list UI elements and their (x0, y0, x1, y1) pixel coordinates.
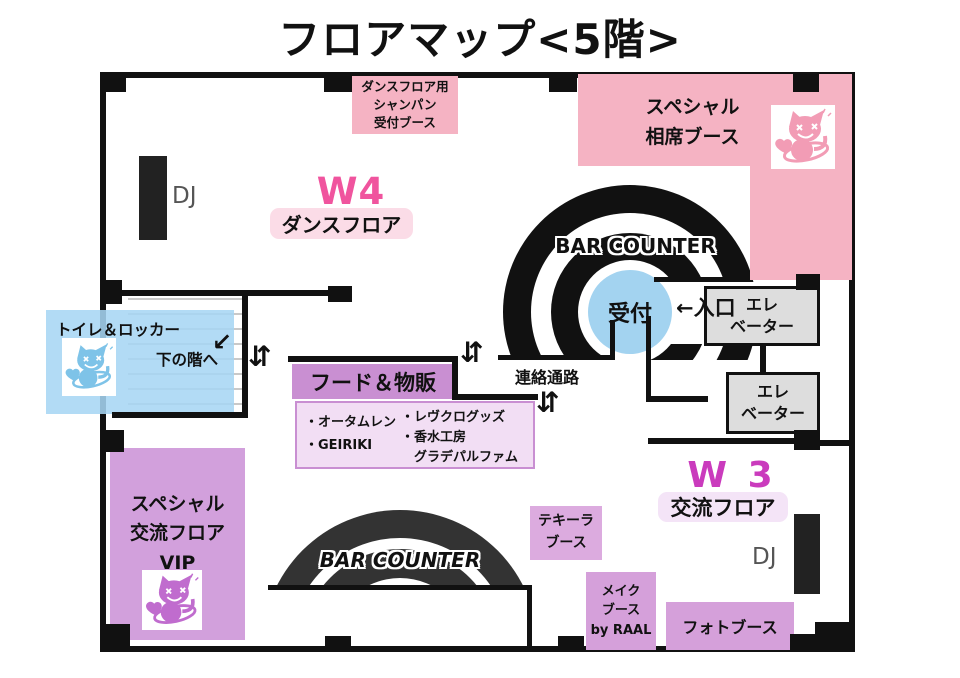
photo-booth: フォトブース (666, 602, 794, 650)
wall (452, 394, 538, 400)
vip-booth-label: スペシャル 交流フロア VIP (129, 493, 225, 574)
makeup-booth: メイク ブース by RAAL (586, 572, 656, 650)
wall (646, 396, 708, 402)
page-title: フロアマップ<5階> (278, 15, 682, 64)
wall (112, 412, 248, 418)
bar-counter-bottom-arcs (262, 506, 538, 586)
wall (527, 585, 532, 652)
aiseki-booth-label: スペシャル 相席ブース (645, 95, 740, 148)
zone-w4-code: W4 (316, 170, 386, 213)
pillar (100, 72, 126, 92)
food-items-right: ・レヴクログッズ ・香水工房 グラデパルファム (401, 410, 519, 466)
dj-label-top: DJ (172, 183, 197, 209)
bar-counter-top-label: BAR COUNTER (555, 234, 716, 258)
pillar (796, 274, 820, 290)
wall (498, 355, 615, 360)
pillar (790, 634, 818, 652)
food-items-left: ・オータムレン ・GEIRIKI (305, 415, 397, 453)
pillar (100, 280, 122, 304)
downstairs-label: 下の階へ (155, 351, 218, 369)
bar-counter-bottom-label: BAR COUNTER (319, 548, 481, 572)
dj-booth-top (139, 156, 167, 240)
pillar (815, 622, 855, 652)
pillar (793, 72, 819, 92)
reception-circle: 受付 (588, 270, 672, 354)
pillar (325, 636, 351, 652)
wall (818, 440, 855, 446)
zone-w4-badge: ダンスフロア (270, 208, 413, 239)
wall (288, 356, 458, 362)
pillar (100, 430, 124, 452)
zone-w3-badge: 交流フロア (658, 492, 788, 522)
elevator-1: エレ ベーター (704, 286, 820, 346)
wall (452, 356, 458, 398)
toilet-locker-label: トイレ＆ロッカー (56, 321, 181, 339)
wall (646, 316, 651, 402)
down-left-arrow-icon: ↙ (212, 328, 233, 356)
zone-w3-code: W 3 (687, 455, 777, 496)
wall (654, 277, 726, 282)
food-items-box: ・オータムレン ・GEIRIKI ・レヴクログッズ ・香水工房 グラデパルファム (295, 401, 535, 469)
corridor-label: 連絡通路 (515, 368, 580, 387)
cat-mascot-icon-pink (771, 105, 835, 169)
stairs-updown-arrow: ⇵ (248, 340, 272, 373)
dj-booth-bottom (794, 514, 820, 594)
elevator-2: エレ ベーター (726, 372, 820, 434)
entrance-label: ←入口 (676, 296, 736, 320)
pillar (794, 430, 820, 450)
tequila-booth: テキーラ ブース (530, 506, 602, 560)
pillar (549, 72, 577, 92)
wall (760, 346, 766, 372)
wall (648, 438, 802, 444)
cat-mascot-icon-blue (62, 338, 116, 396)
wall (242, 290, 248, 418)
cat-mascot-icon-purple (142, 570, 202, 630)
pillar (324, 72, 352, 92)
pillar (100, 624, 130, 652)
stairs-updown-arrow: ⇵ (536, 386, 560, 419)
pillar (328, 286, 352, 302)
pillar (558, 636, 584, 652)
dj-label-bottom: DJ (752, 544, 777, 570)
wall (610, 320, 615, 360)
wall (100, 290, 332, 296)
stairs-updown-arrow: ⇵ (460, 336, 484, 369)
wall (268, 585, 532, 590)
food-booth-title: フード＆物販 (292, 364, 454, 399)
champagne-booth: ダンスフロア用 シャンパン 受付ブース (352, 76, 458, 134)
